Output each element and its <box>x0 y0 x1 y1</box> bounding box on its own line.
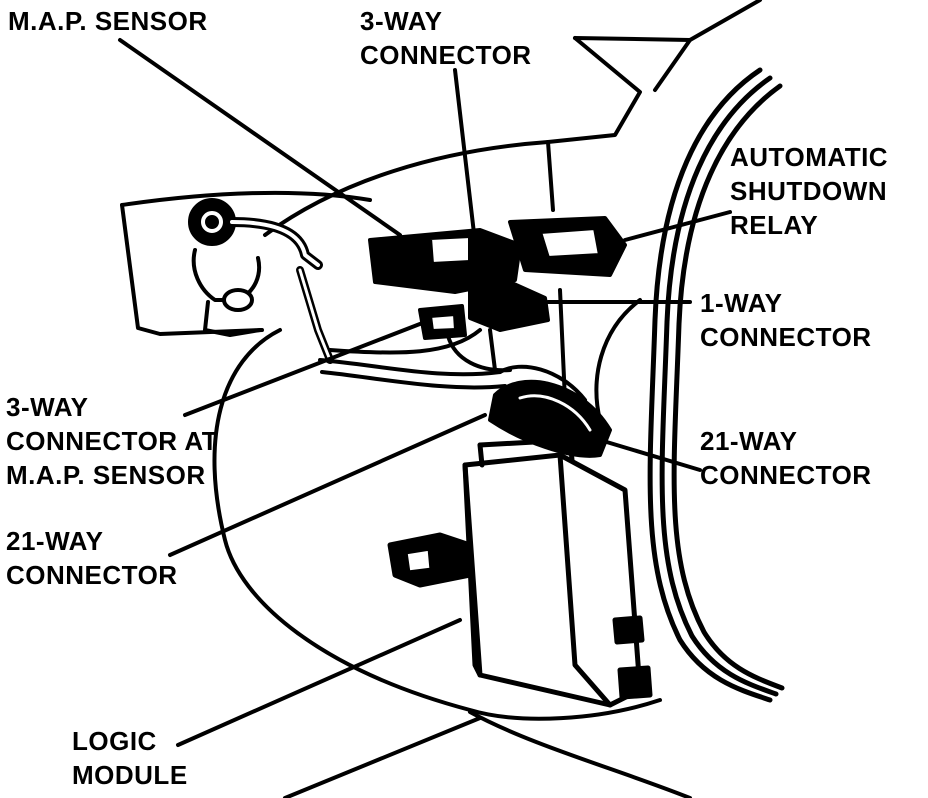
body-panel-outline <box>120 0 762 798</box>
label-twentyone-way-connector-right: 21-WAY CONNECTOR <box>700 424 872 492</box>
label-line: CONNECTOR <box>700 322 872 352</box>
logic-module-part <box>387 437 653 708</box>
label-three-way-connector-at-map-sensor: 3-WAY CONNECTOR AT M.A.P. SENSOR <box>6 390 218 492</box>
label-line: SHUTDOWN <box>730 176 888 206</box>
label-twentyone-way-connector-left: 21-WAY CONNECTOR <box>6 524 178 592</box>
label-line: 21-WAY <box>700 426 798 456</box>
label-three-way-connector-top: 3-WAY CONNECTOR <box>360 4 532 72</box>
label-line: CONNECTOR <box>6 560 178 590</box>
label-logic-module: LOGIC MODULE <box>72 724 188 792</box>
label-line: CONNECTOR AT <box>6 426 219 456</box>
label-line: LOGIC <box>72 726 157 756</box>
label-map-sensor: M.A.P. SENSOR <box>8 6 208 36</box>
label-line: RELAY <box>730 210 819 240</box>
label-line: 3-WAY <box>6 392 89 422</box>
label-line: CONNECTOR <box>700 460 872 490</box>
label-line: 3-WAY <box>360 6 443 36</box>
leader-lines <box>118 38 732 747</box>
label-line: M.A.P. SENSOR <box>6 460 206 490</box>
label-one-way-connector: 1-WAY CONNECTOR <box>700 286 872 354</box>
twentyone-way-connector-part <box>488 379 612 458</box>
label-line: 1-WAY <box>700 288 783 318</box>
label-line: CONNECTOR <box>360 40 532 70</box>
map-sensor <box>188 198 334 364</box>
fender-edge <box>647 67 785 703</box>
label-automatic-shutdown-relay: AUTOMATIC SHUTDOWN RELAY <box>730 140 888 242</box>
label-line: AUTOMATIC <box>730 142 889 172</box>
label-line: 21-WAY <box>6 526 104 556</box>
relay-connector-cluster <box>368 216 627 340</box>
label-line: MODULE <box>72 760 188 790</box>
